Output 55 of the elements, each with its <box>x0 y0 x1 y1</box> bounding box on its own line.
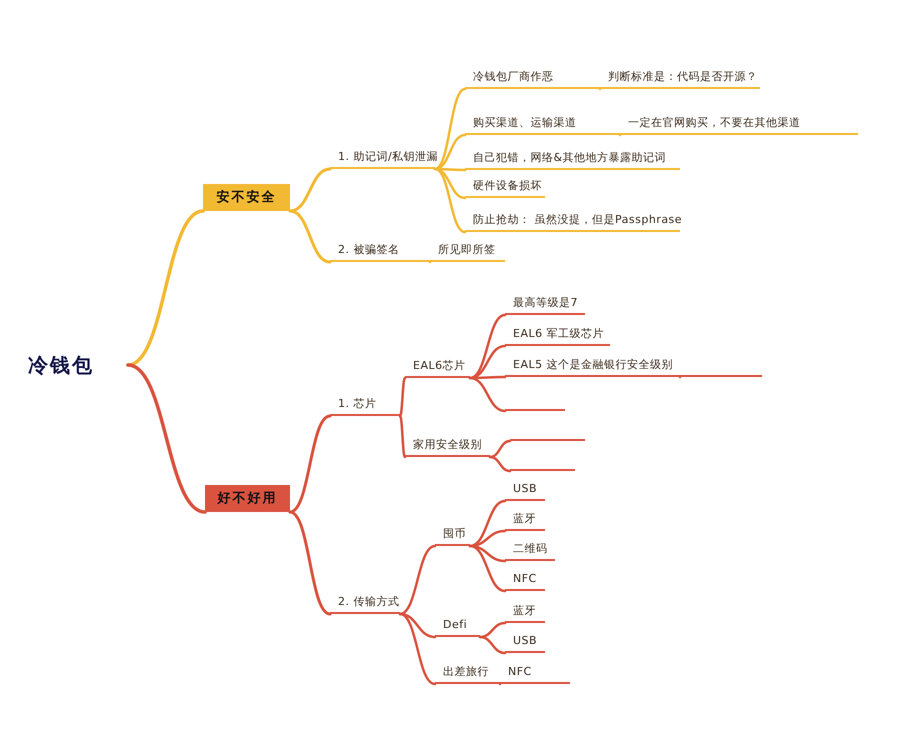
branch-label: 冷钱包厂商作恶 <box>465 71 600 89</box>
branch-connector <box>288 210 332 264</box>
branch-connector <box>598 88 602 90</box>
branch-label: EAL6芯片 <box>405 360 470 378</box>
branch-connector <box>126 363 207 514</box>
branch-label: 2. 传输方式 <box>330 596 400 614</box>
branch-label: 1. 助记词/私钥泄漏 <box>330 151 435 169</box>
topic-box: 安不安全 <box>203 184 290 211</box>
branch-connector <box>428 260 432 264</box>
branch-connector <box>498 682 502 686</box>
branch-connector <box>488 440 512 458</box>
branch-connector <box>488 456 512 472</box>
branch-label: Defi <box>435 619 480 637</box>
branch-label: 家用安全级别 <box>405 439 490 457</box>
branch-connector <box>478 636 506 654</box>
branch-connector <box>398 376 406 418</box>
branch-label: NFC <box>505 573 545 591</box>
branch-connector <box>468 544 506 592</box>
branch-label: EAL5 这个是金融银行安全级别 <box>505 359 680 377</box>
branch-label: 自己犯错，网络&其他地方暴露助记词 <box>465 152 680 170</box>
branch-label: 蓝牙 <box>505 513 545 531</box>
branch-label: 所见即所签 <box>430 244 505 262</box>
branch-label: 1. 芯片 <box>330 398 400 416</box>
branch-label: 硬件设备损坏 <box>465 180 545 198</box>
branch-connector <box>126 209 205 367</box>
branch-label: 囤币 <box>435 528 470 546</box>
branch-connector <box>478 622 506 638</box>
branch-label: EAL6 军工级芯片 <box>505 328 610 346</box>
branch-label: 一定在官网购买，不要在其他渠道 <box>620 101 858 135</box>
branch-label: 二维码 <box>505 543 555 561</box>
branch-label: NFC <box>500 666 570 684</box>
branch-connector <box>288 414 332 514</box>
branch-label: 2. 被骗签名 <box>330 244 430 262</box>
branch-label: USB <box>505 483 545 501</box>
branch-connector <box>398 612 436 686</box>
branch-connector <box>398 414 406 458</box>
topic-box: 好不好用 <box>205 485 290 512</box>
branch-connector <box>434 168 466 234</box>
branch-connector <box>434 88 466 170</box>
branch-connector <box>618 134 622 136</box>
branch-label: USB <box>505 635 545 653</box>
root-topic: 冷钱包 <box>28 350 128 380</box>
branch-label: 蓝牙 <box>505 605 545 623</box>
branch-connector <box>678 376 682 378</box>
branch-connector <box>468 376 506 412</box>
branch-label: 最高等级是7 <box>505 297 585 315</box>
branch-label: 防止抢劫： 虽然没提，但是Passphrase <box>465 214 680 232</box>
branch-connector <box>468 530 506 548</box>
branch-connector <box>288 510 332 616</box>
branch-connector <box>468 376 506 380</box>
branch-label: 判断标准是：代码是否开源？ <box>600 71 760 89</box>
branch-connector <box>398 544 436 616</box>
branch-label: 购买渠道、运输渠道 <box>465 117 620 135</box>
branch-connector <box>434 134 466 170</box>
branch-label: 出差旅行 <box>435 666 500 684</box>
